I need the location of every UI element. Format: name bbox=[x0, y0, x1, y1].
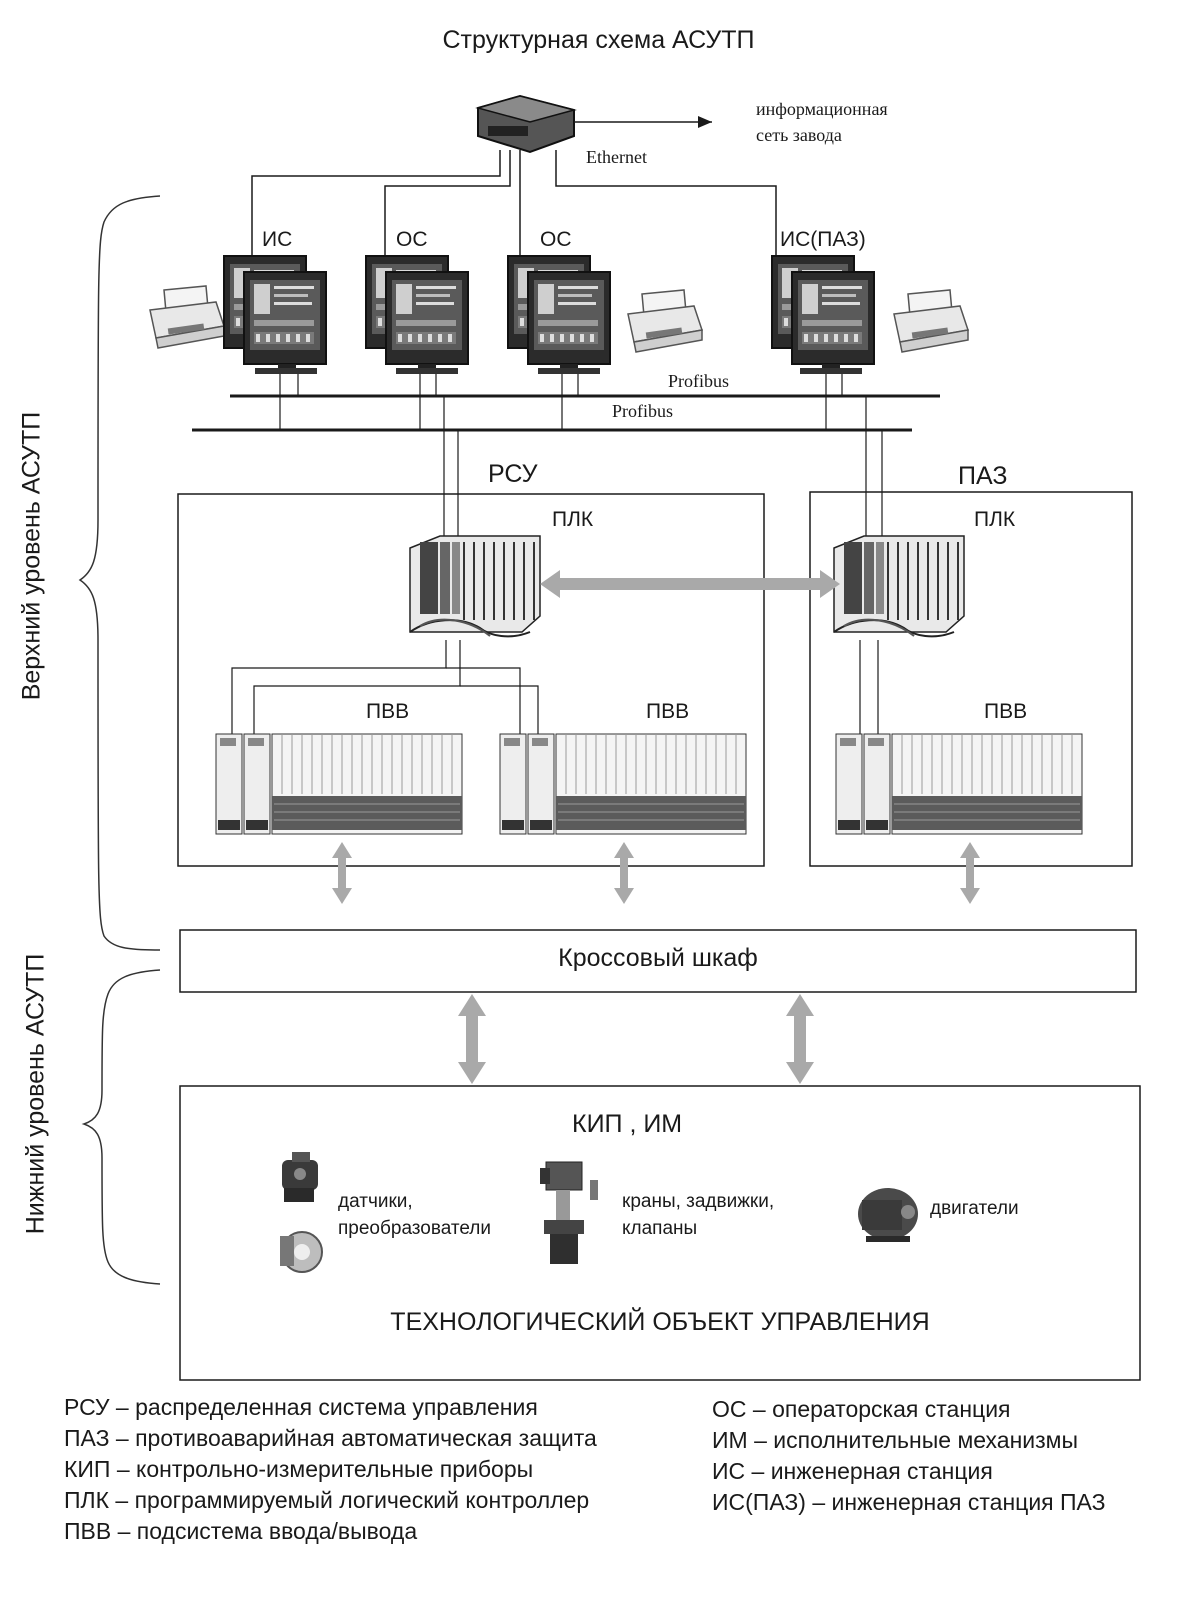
station-label-is: ИС bbox=[262, 228, 293, 251]
legend-item: ИС(ПАЗ) – инженерная станция ПАЗ bbox=[712, 1489, 1106, 1515]
station-label-os-2: ОС bbox=[540, 228, 572, 251]
diagram-title: Структурная схема АСУТП bbox=[442, 26, 755, 54]
rsu-plc-label: ПЛК bbox=[552, 508, 594, 531]
rsu-title: РСУ bbox=[488, 460, 538, 488]
io-rsu-left-icon bbox=[215, 733, 463, 835]
motor-icon bbox=[858, 1188, 918, 1242]
profibus-drops bbox=[279, 374, 883, 540]
legend-item: ПВВ – подсистема ввода/вывода bbox=[64, 1518, 418, 1544]
paz-title: ПАЗ bbox=[958, 462, 1008, 490]
valve-icon bbox=[540, 1161, 598, 1264]
field-box bbox=[179, 1085, 1141, 1381]
field-title: КИП , ИМ bbox=[572, 1110, 683, 1138]
plc-rsu-icon bbox=[409, 535, 541, 638]
paz-io-wiring bbox=[859, 640, 879, 740]
station-os-2 bbox=[507, 255, 703, 374]
legend-item: ОС – операторская станция bbox=[712, 1396, 1011, 1422]
rsu-io-wiring bbox=[231, 640, 539, 740]
valves-line-1: краны, задвижки, bbox=[622, 1191, 775, 1212]
sensors-line-1: датчики, bbox=[338, 1191, 413, 1212]
paz-io-label: ПВВ bbox=[984, 700, 1028, 723]
profibus-label-2: Profibus bbox=[612, 401, 674, 421]
plant-network-line-1: информационная bbox=[756, 99, 888, 119]
legend-item: ИС – инженерная станция bbox=[712, 1458, 993, 1484]
plc-paz-icon bbox=[833, 535, 965, 638]
valves-line-2: клапаны bbox=[622, 1218, 698, 1239]
rsu-box bbox=[177, 493, 765, 867]
legend-right: ОС – операторская станция ИМ – исполните… bbox=[712, 1394, 1106, 1518]
upper-level-label: Верхний уровень АСУТП bbox=[17, 411, 46, 701]
legend-item: ИМ – исполнительные механизмы bbox=[712, 1427, 1079, 1453]
station-is-paz bbox=[771, 255, 969, 374]
rsu-io-right-label: ПВВ bbox=[646, 700, 690, 723]
station-label-os-1: ОС bbox=[396, 228, 428, 251]
ethernet-switch-icon bbox=[475, 94, 577, 154]
legend-item: ПЛК – программируемый логический контрол… bbox=[64, 1487, 590, 1513]
cabinet-field-arrows bbox=[458, 994, 814, 1084]
station-os-1 bbox=[365, 255, 469, 374]
rsu-io-left-label: ПВВ bbox=[366, 700, 410, 723]
transducer-icon bbox=[280, 1231, 323, 1273]
profibus-label-1: Profibus bbox=[668, 371, 730, 391]
io-paz-icon bbox=[835, 733, 1083, 835]
legend-item: РСУ – распределенная система управления bbox=[64, 1394, 538, 1420]
io-cabinet-arrows bbox=[332, 842, 980, 904]
lower-level-brace bbox=[81, 969, 161, 1285]
plc-link-arrow bbox=[540, 570, 840, 598]
station-label-is-paz: ИС(ПАЗ) bbox=[780, 228, 866, 251]
sensors-label: датчики, преобразователи bbox=[338, 1188, 491, 1242]
cross-cabinet-label: Кроссовый шкаф bbox=[558, 944, 758, 972]
cross-cabinet-box bbox=[179, 929, 1137, 993]
paz-plc-label: ПЛК bbox=[974, 508, 1016, 531]
io-rsu-right-icon bbox=[499, 733, 747, 835]
control-object-label: ТЕХНОЛОГИЧЕСКИЙ ОБЪЕКТ УПРАВЛЕНИЯ bbox=[390, 1308, 930, 1336]
legend-item: КИП – контрольно-измерительные приборы bbox=[64, 1456, 534, 1482]
plant-network-line-2: сеть завода bbox=[756, 125, 842, 145]
plant-network-label: информационная сеть завода bbox=[756, 96, 888, 148]
sensors-line-2: преобразователи bbox=[338, 1218, 492, 1239]
upper-level-brace bbox=[78, 195, 161, 951]
legend-left: РСУ – распределенная система управления … bbox=[64, 1392, 597, 1547]
ethernet-label: Ethernet bbox=[586, 147, 647, 167]
ethernet-lines bbox=[251, 150, 777, 256]
lower-level-label: Нижний уровень АСУТП bbox=[21, 953, 50, 1235]
sensor-icon bbox=[282, 1152, 318, 1202]
valves-label: краны, задвижки, клапаны bbox=[622, 1188, 774, 1242]
legend-item: ПАЗ – противоаварийная автоматическая за… bbox=[64, 1425, 597, 1451]
station-is bbox=[149, 255, 327, 374]
motors-label: двигатели bbox=[930, 1198, 1019, 1219]
